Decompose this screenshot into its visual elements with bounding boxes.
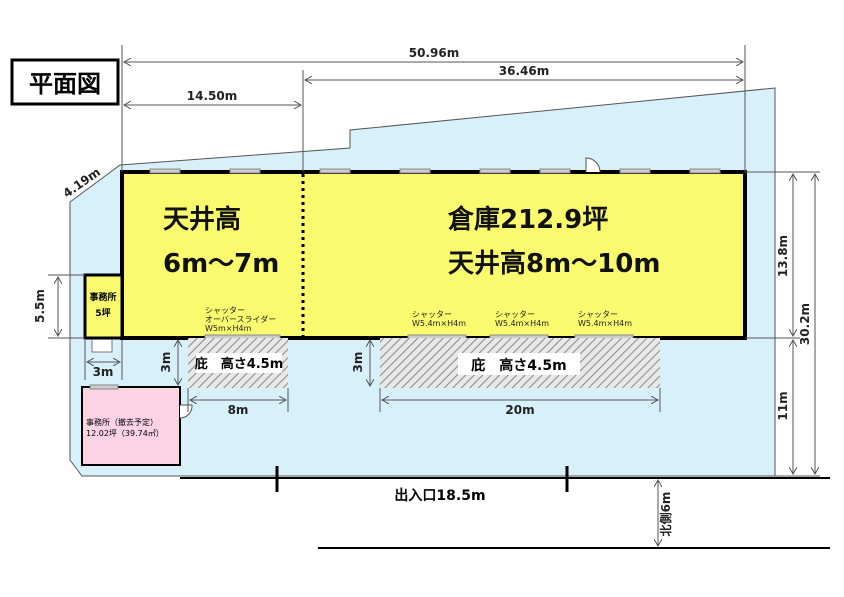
office-removed	[81, 386, 181, 466]
dim-office-width: 3m	[93, 365, 114, 379]
svg-text:シャッター: シャッター	[495, 310, 535, 319]
dim-front-depth: 11m	[776, 391, 790, 420]
dim-total-width: 50.96m	[409, 46, 459, 60]
door-icon	[179, 404, 193, 419]
dim-canopy-right-depth: 3m	[351, 352, 365, 373]
dim-canopy-left-width: 8m	[228, 403, 249, 417]
windows	[149, 168, 721, 174]
office-removed-area: 12.02坪（39.74㎡）	[86, 429, 164, 438]
svg-text:W5m×H4m: W5m×H4m	[205, 324, 252, 333]
shutter-label: シャッター オーバースライダー W5m×H4m	[205, 306, 276, 333]
dim-left-width: 14.50m	[187, 89, 237, 103]
page-title: 平面図	[29, 70, 101, 98]
shutter-label: シャッター W5.4m×H4m	[495, 310, 549, 328]
dimension-lines	[48, 45, 820, 546]
svg-text:シャッター: シャッター	[578, 310, 618, 319]
title-box: 平面図	[10, 58, 120, 106]
door-icon	[91, 340, 113, 353]
office-small-label: 事務所	[89, 291, 116, 303]
svg-text:W5.4m×H4m: W5.4m×H4m	[412, 319, 466, 328]
road-width: 北側6m	[658, 492, 673, 537]
warehouse-ceiling: 天井高8m～10m	[448, 248, 660, 279]
office-small	[83, 273, 124, 340]
office-small-area: 5坪	[95, 307, 110, 319]
canopy-left-label: 庇 高さ4.5m	[195, 356, 284, 372]
entrance-label: 出入口18.5m	[394, 487, 485, 504]
warehouse-area: 倉庫212.9坪	[447, 204, 608, 235]
ceiling-left-label: 天井高	[163, 204, 241, 235]
dim-canopy-left-depth: 3m	[159, 352, 173, 373]
svg-text:シャッター: シャッター	[205, 306, 245, 315]
dim-office-height: 5.5m	[33, 289, 47, 323]
shutter-label: シャッター W5.4m×H4m	[412, 310, 466, 328]
door-icon	[585, 157, 601, 173]
svg-text:W5.4m×H4m: W5.4m×H4m	[578, 319, 632, 328]
dim-lot-depth: 30.2m	[798, 303, 812, 345]
canopy-right-label: 庇 高さ4.5m	[471, 357, 566, 374]
svg-text:オーバースライダー: オーバースライダー	[205, 314, 276, 324]
dim-building-depth: 13.8m	[776, 235, 790, 277]
office-removed-label: 事務所（撤去予定）	[86, 417, 158, 427]
svg-text:W5.4m×H4m: W5.4m×H4m	[495, 319, 549, 328]
dim-canopy-right-width: 20m	[505, 403, 534, 417]
ceiling-left-value: 6m～7m	[163, 249, 279, 279]
shutter-label: シャッター W5.4m×H4m	[578, 310, 632, 328]
svg-text:シャッター: シャッター	[412, 310, 452, 319]
dim-right-width: 36.46m	[499, 64, 549, 78]
